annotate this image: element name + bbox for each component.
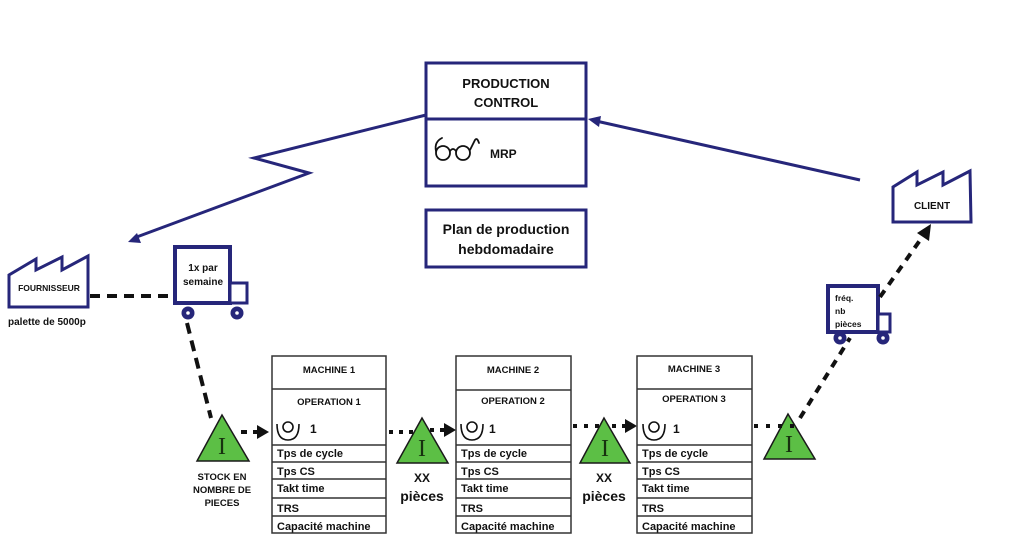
truck-icon xyxy=(173,245,232,305)
oee-row: TRS xyxy=(461,503,483,515)
shipment-dash-truck-to-stock xyxy=(185,322,213,419)
takt-time-row: Takt time xyxy=(461,483,508,495)
wheel-hub xyxy=(838,336,842,340)
supplier-factory: FOURNISSEUR palette de 5000p xyxy=(7,253,90,328)
client-label: CLIENT xyxy=(914,201,950,212)
schedule-line-2: hebdomadaire xyxy=(458,241,554,257)
operator-count: 1 xyxy=(489,422,496,436)
machine-capacity-row: Capacité machine xyxy=(461,521,555,533)
inventory-2: I XX pièces xyxy=(395,416,450,504)
wheel-hub xyxy=(186,311,190,315)
process-box-1: MACHINE 1 OPERATION 1 1 Tps de cycle Tps… xyxy=(271,355,387,534)
client-factory: CLIENT xyxy=(891,168,973,224)
process-box-3: MACHINE 3 OPERATION 3 1 Tps de cycle Tps… xyxy=(636,355,753,534)
inventory-label-line: NOMBRE DE xyxy=(193,485,251,496)
cycle-time-row: Tps de cycle xyxy=(277,448,343,460)
production-control-box: PRODUCTION CONTROL MRP xyxy=(424,61,588,188)
operator-icon xyxy=(276,421,300,441)
electronic-info-flow-supplier xyxy=(128,113,427,243)
inventory-symbol: I xyxy=(418,436,426,462)
inventory-label-line: PIECES xyxy=(205,498,240,509)
truck-cab xyxy=(228,281,249,305)
oee-row: TRS xyxy=(277,503,299,515)
supplier-truck-line-1: 1x par xyxy=(188,263,218,274)
wheel-hub xyxy=(235,311,239,315)
arrowhead-icon xyxy=(257,425,269,439)
inventory-symbol: I xyxy=(601,436,609,462)
inventory-label-line: STOCK EN xyxy=(198,472,247,483)
cycle-time-row: Tps de cycle xyxy=(461,448,527,460)
changeover-time-row: Tps CS xyxy=(642,466,680,478)
shipment-arrow-to-client xyxy=(878,224,931,299)
operator-icon xyxy=(642,421,666,441)
factory-icon xyxy=(7,253,90,309)
mrp-label: MRP xyxy=(490,147,517,161)
inventory-3: I XX pièces xyxy=(578,416,632,504)
dashed-line xyxy=(878,234,925,299)
oee-row: TRS xyxy=(642,503,664,515)
push-arrow-stock3-to-m3 xyxy=(612,419,637,433)
info-arrow-line xyxy=(595,119,861,182)
changeover-time-row: Tps CS xyxy=(461,466,499,478)
inventory-quantity: XX xyxy=(414,471,430,485)
machine-name: MACHINE 3 xyxy=(668,364,720,375)
process-box-2: MACHINE 2 OPERATION 2 1 Tps de cycle Tps… xyxy=(455,355,572,534)
inventory-unit: pièces xyxy=(400,488,444,504)
operator-count: 1 xyxy=(673,422,680,436)
inventory-triangle-icon xyxy=(762,412,817,460)
push-arrow-stock1-to-m1 xyxy=(241,425,269,439)
schedule-line-1: Plan de production xyxy=(443,221,570,237)
operation-name: OPERATION 1 xyxy=(297,397,361,408)
operation-name: OPERATION 2 xyxy=(481,396,545,407)
lightning-arrow-line xyxy=(133,113,427,240)
arrowhead-icon xyxy=(588,116,601,127)
truck-cab xyxy=(876,312,892,334)
inventory-triangle-icon xyxy=(395,416,450,464)
inventory-unit: pièces xyxy=(582,488,626,504)
changeover-time-row: Tps CS xyxy=(277,466,315,478)
operation-name: OPERATION 3 xyxy=(662,394,726,405)
weekly-schedule-box: Plan de production hebdomadaire xyxy=(424,208,588,269)
arrowhead-icon xyxy=(128,233,141,243)
inventory-4: I xyxy=(762,412,817,460)
wheel-hub xyxy=(881,336,885,340)
takt-time-row: Takt time xyxy=(277,483,324,495)
supplier-label: FOURNISSEUR xyxy=(18,283,80,293)
client-truck-line-2: nb xyxy=(835,306,845,316)
inventory-triangle-icon xyxy=(578,416,632,464)
production-control-title-2: CONTROL xyxy=(474,95,538,110)
client-truck-line-3: pièces xyxy=(835,319,862,329)
client-truck: fréq. nb pièces xyxy=(826,284,892,345)
push-arrow-stock2-to-m2 xyxy=(430,423,456,437)
supplier-truck: 1x par semaine xyxy=(173,245,249,320)
machine-capacity-row: Capacité machine xyxy=(642,521,736,533)
supplier-truck-line-2: semaine xyxy=(183,277,223,288)
supplier-note: palette de 5000p xyxy=(8,317,86,328)
factory-icon xyxy=(891,168,973,224)
operator-count: 1 xyxy=(310,422,317,436)
machine-name: MACHINE 1 xyxy=(303,365,356,376)
cycle-time-row: Tps de cycle xyxy=(642,448,708,460)
inventory-symbol: I xyxy=(785,432,793,458)
arrowhead-icon xyxy=(917,224,931,241)
inventory-triangle-icon xyxy=(195,413,251,462)
arrowhead-icon xyxy=(444,423,456,437)
arrowhead-icon xyxy=(625,419,637,433)
production-control-title-1: PRODUCTION xyxy=(462,76,549,91)
machine-capacity-row: Capacité machine xyxy=(277,521,371,533)
operator-icon xyxy=(460,421,484,441)
inventory-1: I STOCK EN NOMBRE DE PIECES xyxy=(193,413,251,509)
glasses-icon xyxy=(434,137,480,161)
takt-time-row: Takt time xyxy=(642,483,689,495)
inventory-quantity: XX xyxy=(596,471,612,485)
machine-name: MACHINE 2 xyxy=(487,365,539,376)
info-flow-client-to-control xyxy=(588,116,861,182)
client-truck-line-1: fréq. xyxy=(835,293,853,303)
inventory-symbol: I xyxy=(218,434,226,460)
truck-icon xyxy=(826,284,880,334)
shipment-dash-stock-to-truck xyxy=(798,336,852,420)
